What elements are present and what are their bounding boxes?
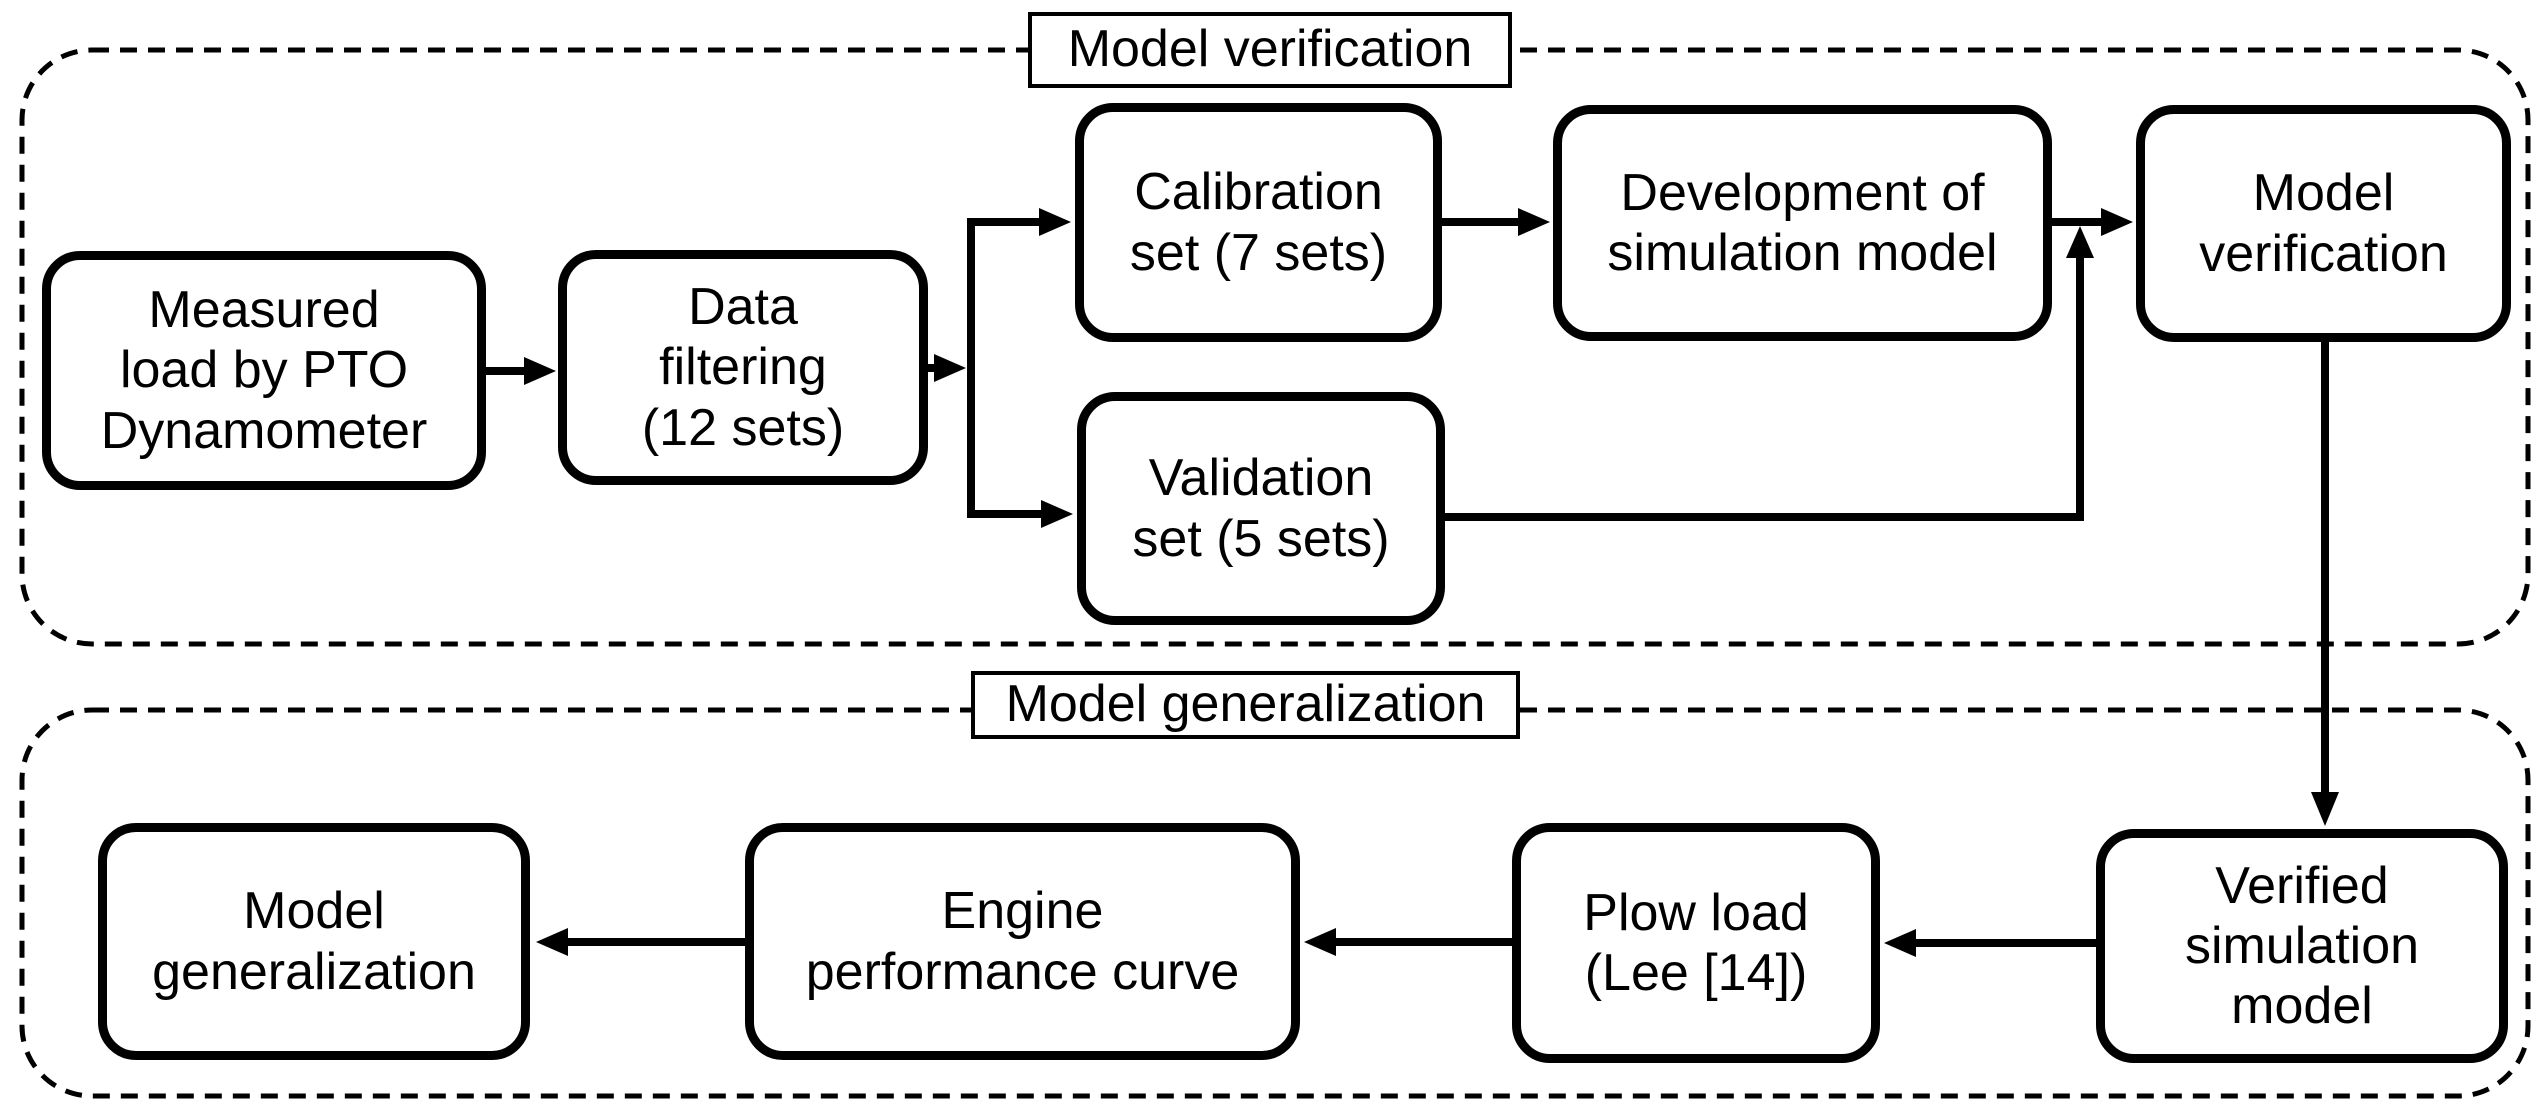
arrow-engine-to-generalization [536,928,747,956]
arrow-verification-to-verified [2311,340,2339,826]
node-data-filtering-label: Data filtering (12 sets) [641,278,845,457]
node-plow-load: Plow load (Lee [14]) [1512,823,1880,1063]
node-model-verification-label: Model verification [2199,164,2448,283]
node-model-generalization: Model generalization [98,823,530,1060]
arrow-verified-to-plow [1884,929,2098,957]
arrow-development-to-verification [2050,208,2133,236]
section-label-verification-text: Model verification [1067,20,1473,79]
arrow-calibration-to-development [1440,208,1550,236]
section-label-verification: Model verification [1028,12,1512,88]
node-measured-load-label: Measured load by PTO Dynamometer [100,281,428,460]
arrow-plow-to-engine [1304,928,1514,956]
node-engine-curve-label: Engine performance curve [805,882,1240,1001]
node-development-label: Development of simulation model [1607,163,1998,282]
node-plow-load-label: Plow load (Lee [14]) [1583,883,1809,1002]
node-engine-curve: Engine performance curve [745,823,1300,1060]
branch-line [967,208,1073,528]
arrow-validation-merge [1443,226,2094,521]
section-label-generalization-text: Model generalization [1005,675,1486,734]
arrow-measured-to-filtering [484,357,556,385]
node-validation-set: Validation set (5 sets) [1077,392,1445,625]
node-validation-set-label: Validation set (5 sets) [1132,449,1390,568]
node-model-verification: Model verification [2136,105,2511,342]
section-label-generalization: Model generalization [971,671,1520,739]
arrow-filtering-to-branch [926,354,966,382]
node-verified-model: Verified simulation model [2096,829,2508,1063]
node-development: Development of simulation model [1553,105,2052,341]
node-verified-model-label: Verified simulation model [2184,856,2420,1036]
node-calibration-set-label: Calibration set (7 sets) [1129,163,1388,282]
node-model-generalization-label: Model generalization [152,882,476,1001]
node-measured-load: Measured load by PTO Dynamometer [42,251,486,490]
node-data-filtering: Data filtering (12 sets) [558,250,928,485]
node-calibration-set: Calibration set (7 sets) [1075,103,1442,342]
